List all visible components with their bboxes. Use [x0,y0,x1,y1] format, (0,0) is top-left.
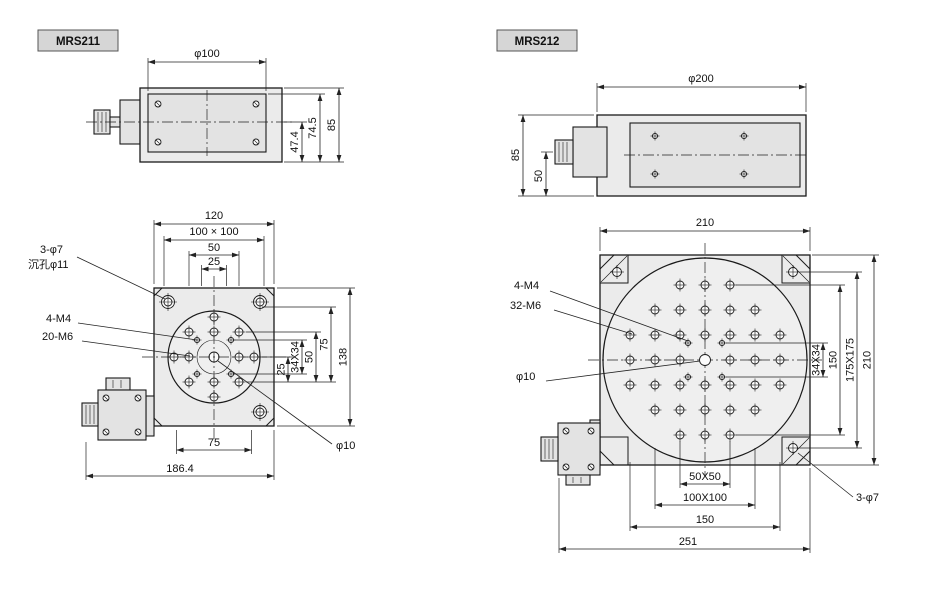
mrs211-dim-h2: 74.5 [307,117,319,138]
mrs212-model-label: MRS212 [515,36,560,48]
mrs211-dim-b186: 186.4 [166,463,194,475]
mrs211-model-label: MRS211 [56,36,101,48]
mrs212-dim-dia: φ200 [688,73,714,85]
mrs212-motor [540,419,601,486]
mrs211-label-m4: 4-M4 [46,313,71,325]
mrs212-right-dims: 34X34 150 175X175 210 [726,254,879,466]
mrs212-side-knob [554,126,608,178]
mrs211-top-dims: 120 100 × 100 50 25 [153,210,275,286]
mrs211-dim-r25: 25 [276,363,288,375]
mrs211-label-counterbore: 沉孔φ11 [28,258,69,271]
mrs211-dim-r75: 75 [319,338,331,350]
mrs212-label-m6: 32-M6 [510,300,541,312]
mrs211-dim-50: 50 [208,242,220,254]
mrs212-label-m4: 4-M4 [514,280,539,292]
mrs212-model-badge: MRS212 [496,29,578,52]
mrs211-dim-b75: 75 [208,437,220,449]
mrs211-model-badge: MRS211 [37,29,119,52]
mrs212-dim-h85: 85 [510,149,522,161]
mrs211-dim-r138: 138 [338,348,350,366]
mrs212-dim-w: 210 [696,217,714,229]
mrs212-dim-b100: 100X100 [683,492,727,504]
mrs211-dim-25: 25 [208,256,220,268]
mrs212-dim-h50: 50 [533,170,545,182]
mrs211-top-view: 120 100 × 100 50 25 3-φ7 沉孔φ11 [28,210,355,480]
mrs212-dim-r210: 210 [862,351,874,369]
mrs212-panel: MRS212 φ200 [496,29,879,553]
mrs212-dim-b251: 251 [679,536,697,548]
mrs211-callouts: 3-φ7 沉孔φ11 4-M4 20-M6 φ10 [28,244,355,452]
mrs212-dim-b150: 150 [696,514,714,526]
mrs211-label-corner-holes: 3-φ7 [40,244,63,256]
mrs212-dim-r175: 175X175 [845,338,857,382]
mrs211-dim-dia: φ100 [194,48,220,60]
mrs211-side-dims: φ100 47.4 74.5 85 [147,48,344,163]
mrs212-dim-r150: 150 [828,351,840,369]
mrs212-bottom-dims: 50X50 100X100 150 251 [558,441,811,553]
mrs212-center-hole [699,354,711,366]
mrs212-top-view: 210 4-M4 32-M6 φ10 3-φ7 [510,217,879,553]
mrs211-label-m6: 20-M6 [42,331,73,343]
mrs211-dim-pattern: 100 × 100 [189,226,238,238]
mrs211-right-dims: 25 34X34 50 75 138 [234,287,355,427]
mrs211-dim-r50: 50 [304,351,316,363]
mrs211-panel: MRS211 φ100 [28,29,355,480]
mrs211-label-center-hole: φ10 [336,440,355,452]
mrs212-label-center-hole: φ10 [516,371,535,383]
mrs212-dim-b50: 50X50 [689,471,721,483]
mrs211-dim-r34: 34X34 [290,341,302,373]
mrs212-side-view: φ200 85 50 [510,73,807,197]
mrs211-dim-h3: 85 [326,119,338,131]
mrs212-side-dims: φ200 85 50 [510,73,807,197]
mrs212-top-dims: 210 [599,217,811,251]
mrs212-dim-r34: 34X34 [811,344,823,376]
mrs212-callouts: 4-M4 32-M6 φ10 3-φ7 [510,280,879,504]
mrs211-dim-w: 120 [205,210,223,222]
mrs212-label-corner-holes: 3-φ7 [856,492,879,504]
mrs211-dim-h1: 47.4 [289,131,301,152]
mrs211-motor [81,377,155,441]
mrs211-side-view: φ100 47.4 74.5 85 [86,48,344,163]
mrs211-bottom-dims: 75 186.4 [85,430,275,480]
